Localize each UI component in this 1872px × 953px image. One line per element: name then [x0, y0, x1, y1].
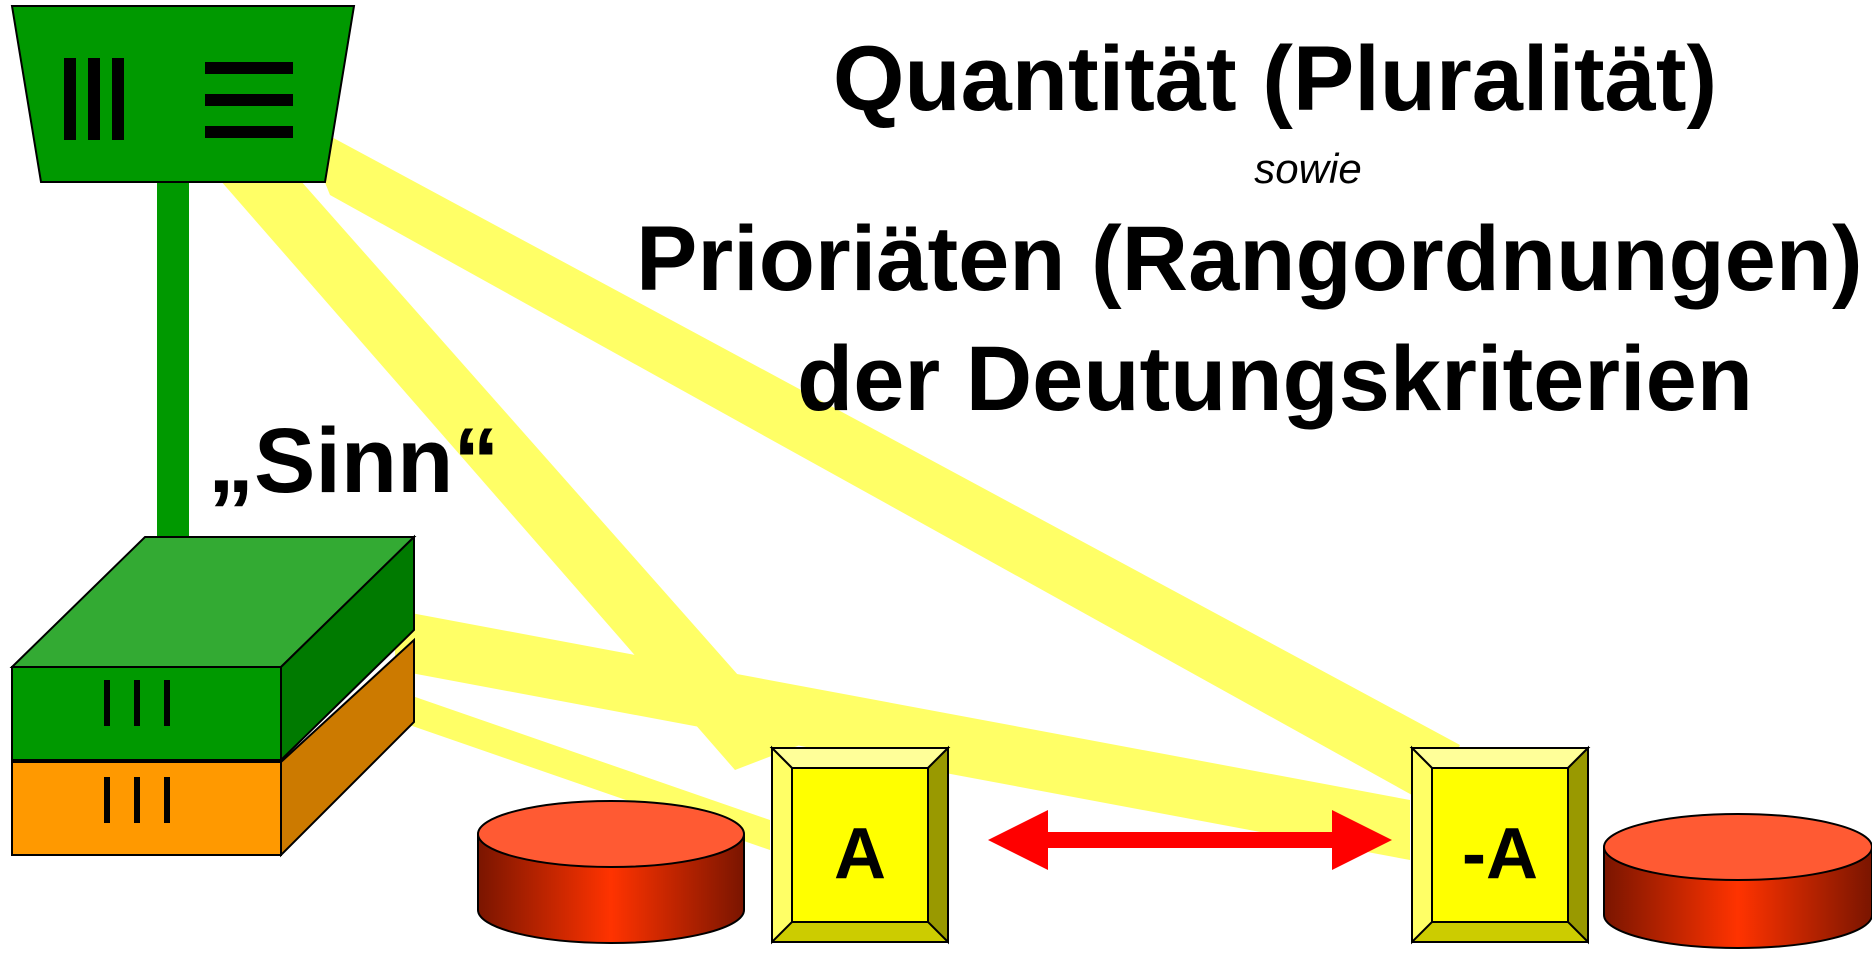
sinn-label: „Sinn“	[208, 410, 499, 512]
box-a	[769, 745, 951, 945]
double-arrow	[988, 810, 1392, 870]
sign-trapezoid	[10, 5, 356, 183]
beam-sign-to-minus-a	[300, 120, 1460, 805]
yellow-beams	[220, 120, 1460, 860]
title-connector: sowie	[1254, 145, 1361, 192]
box-minus-a	[1409, 745, 1591, 945]
title-line-1: Quantität (Pluralität)	[833, 28, 1717, 130]
left-disc	[477, 800, 745, 944]
arrow-head-right	[1332, 810, 1392, 870]
roman-three-icon	[64, 58, 124, 140]
box-a-label: A	[834, 814, 886, 894]
menu-lines-icon	[205, 62, 293, 138]
beam-sign-to-a	[220, 180, 800, 770]
green-block-front	[11, 666, 282, 761]
sign-board	[10, 5, 356, 183]
sign-pole	[157, 180, 189, 545]
title-line-2: Prioriäten (Rangordnungen)	[636, 208, 1863, 310]
orange-block-tally-icon	[104, 777, 170, 823]
green-block-tally-icon	[104, 680, 170, 726]
title-line-3: der Deutungskriterien	[797, 328, 1753, 430]
arrow-head-left	[988, 810, 1048, 870]
right-disc	[1603, 813, 1872, 949]
box-minus-a-label: -A	[1462, 814, 1538, 894]
beam-stack-to-minus-a	[395, 610, 1410, 860]
orange-block-front	[11, 761, 282, 856]
stacked-blocks	[9, 534, 417, 858]
